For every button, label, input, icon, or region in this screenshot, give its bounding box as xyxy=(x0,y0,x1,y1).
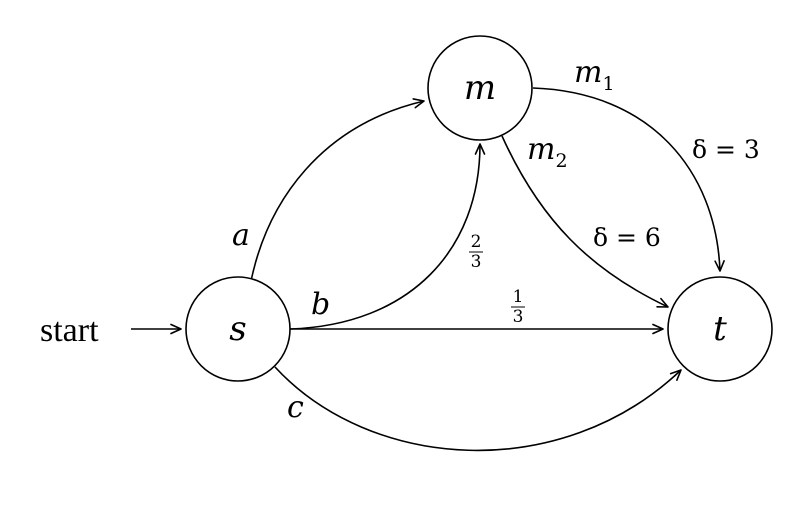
edge-st-weight-den: 3 xyxy=(513,307,524,327)
node-t-label: t xyxy=(713,309,727,349)
edge-b-s-m xyxy=(289,143,486,330)
edge-st-weight: 1 3 xyxy=(511,287,525,327)
edge-b-weight: 2 3 xyxy=(469,232,483,272)
edge-b-weight-den: 3 xyxy=(471,252,482,272)
edge-label-b: b xyxy=(311,287,330,322)
edge-label-m1: m1 xyxy=(574,55,615,95)
edge-c-s-t xyxy=(274,366,682,452)
edge-a-s-m xyxy=(250,98,425,282)
edge-m1-m-t xyxy=(532,87,725,272)
node-m-label: m xyxy=(464,68,496,108)
start-label: start xyxy=(40,312,99,349)
edge-label-a: a xyxy=(232,218,250,253)
edge-st-weight-num: 1 xyxy=(513,287,524,307)
node-s-label: s xyxy=(229,309,246,349)
edge-m1-delta: δ = 3 xyxy=(692,135,760,164)
edge-m2-delta: δ = 6 xyxy=(593,223,661,252)
node-s: s xyxy=(185,276,291,382)
node-m: m xyxy=(427,35,533,141)
node-t: t xyxy=(667,276,773,382)
edge-m2-m-t xyxy=(501,135,669,308)
edge-b-weight-num: 2 xyxy=(471,232,482,252)
edge-label-m2: m2 xyxy=(527,132,568,172)
edge-label-c: c xyxy=(287,390,304,425)
